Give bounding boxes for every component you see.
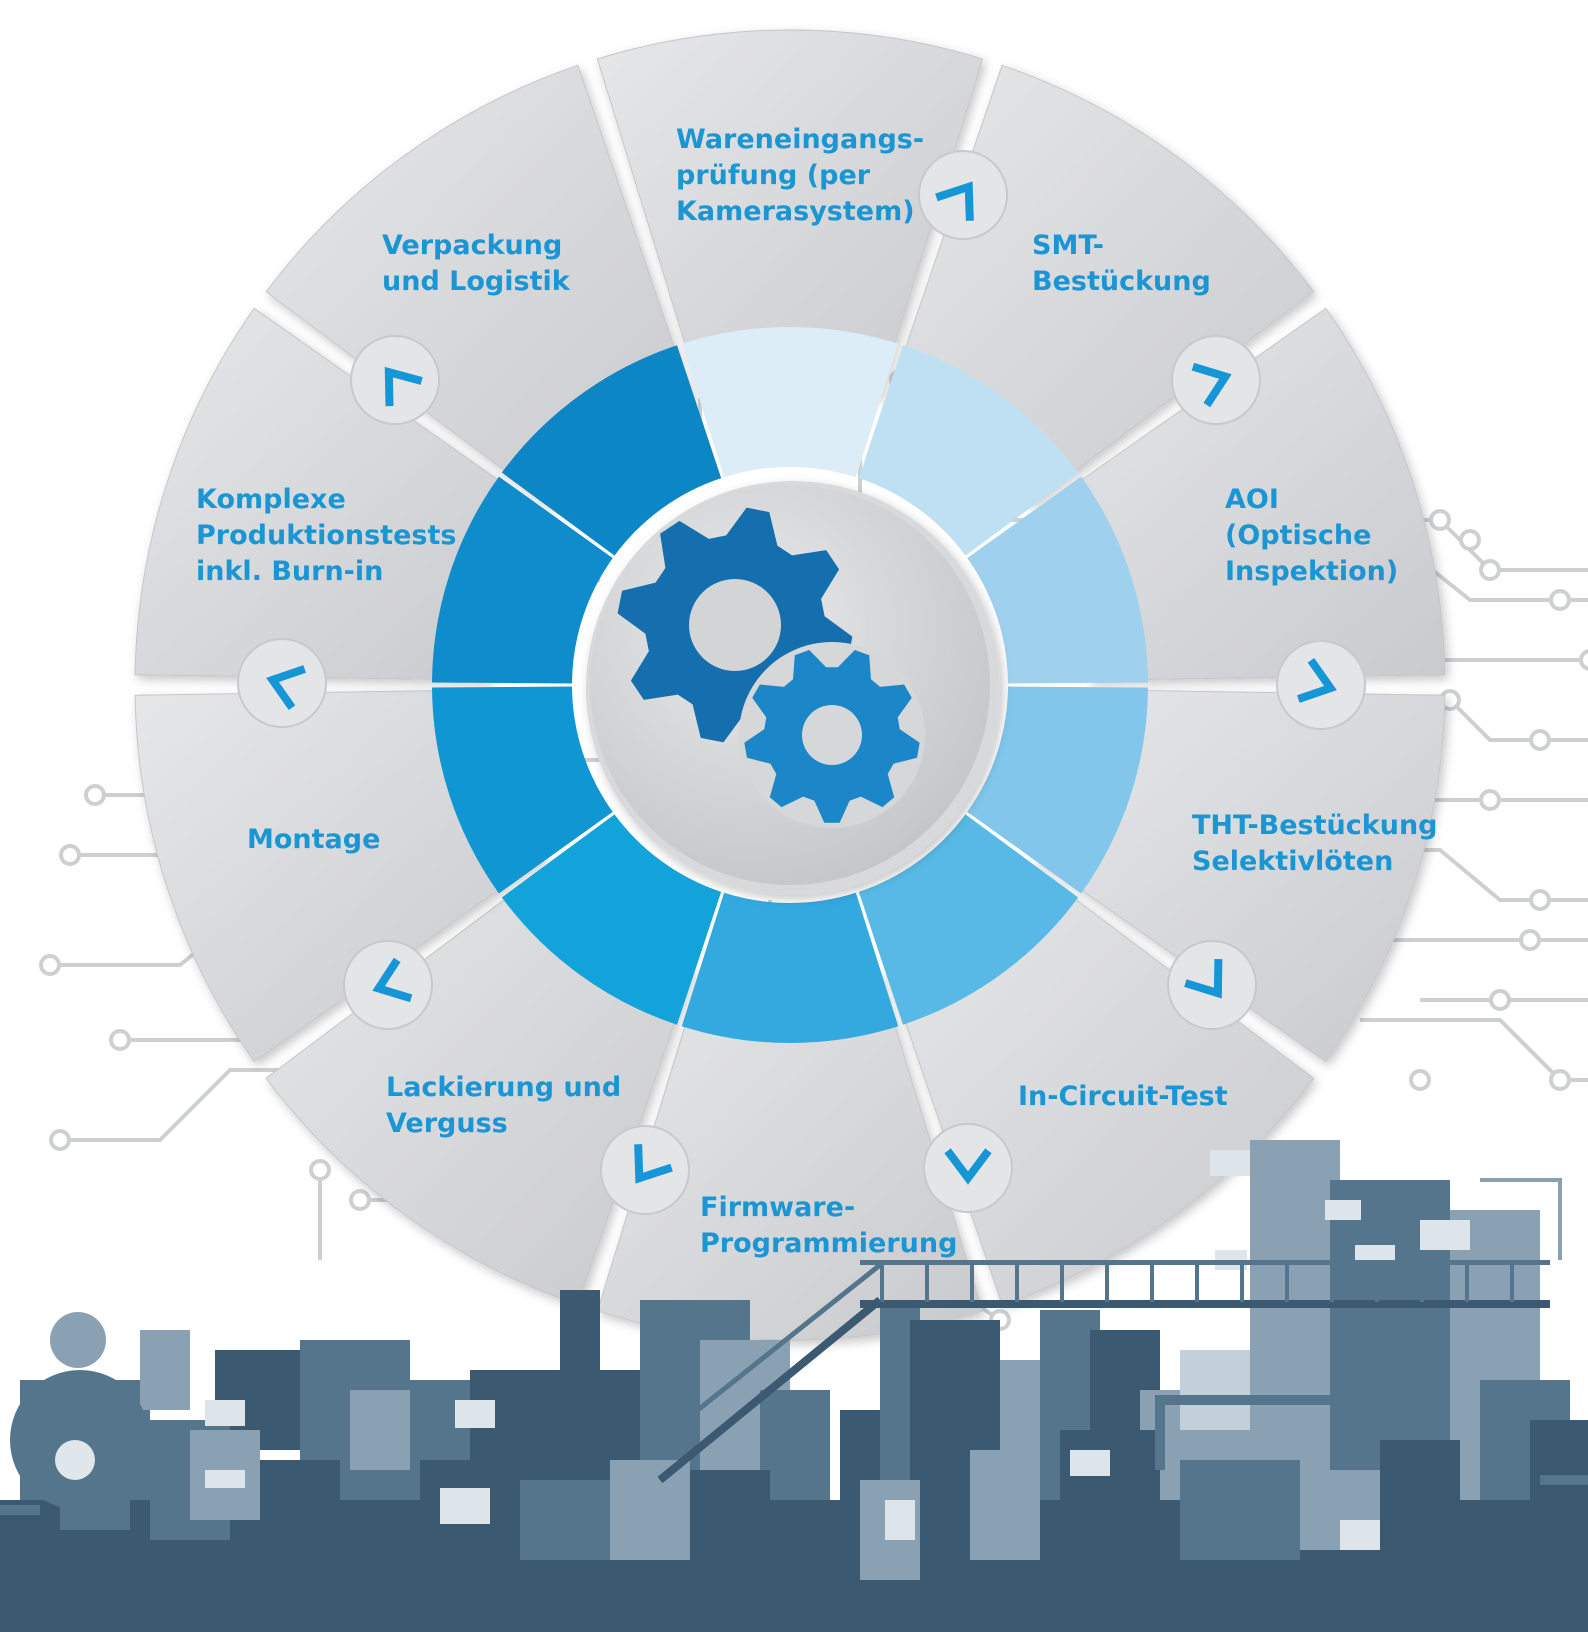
chevron-group (237, 150, 1366, 1215)
label-firmware: Firmware-Programmierung (700, 1192, 957, 1259)
factory-silhouette (0, 1140, 1588, 1632)
label-smt: SMT-Bestückung (1032, 230, 1211, 297)
ring-part-tht (967, 686, 1148, 894)
gears-icon (617, 507, 925, 828)
chevron-icon (600, 1125, 690, 1215)
center-hub (586, 481, 1000, 895)
chevron-icon (343, 940, 433, 1030)
chevron-icon (923, 1123, 1013, 1213)
chevron-icon (237, 638, 327, 728)
label-montage: Montage (247, 824, 380, 855)
ring-part-aoi (967, 476, 1148, 684)
ring-part-ict (858, 814, 1079, 1025)
ring-part-montage (432, 686, 613, 894)
chevron-icon (1167, 940, 1257, 1030)
ring-part-firmware (681, 892, 899, 1043)
inner-color-ring (432, 327, 1148, 1043)
chevron-icon (1171, 335, 1261, 425)
ring-part-verpackung (501, 345, 722, 556)
chevron-icon (918, 150, 1008, 240)
ring-part-wareneingang (681, 327, 899, 478)
chevron-icon (1276, 640, 1366, 730)
label-ict: In-Circuit-Test (1018, 1081, 1228, 1112)
ring-part-smt (858, 345, 1079, 556)
ring-part-lackierung (501, 814, 722, 1025)
chevron-icon (350, 335, 440, 425)
ring-part-burnin (432, 476, 613, 684)
